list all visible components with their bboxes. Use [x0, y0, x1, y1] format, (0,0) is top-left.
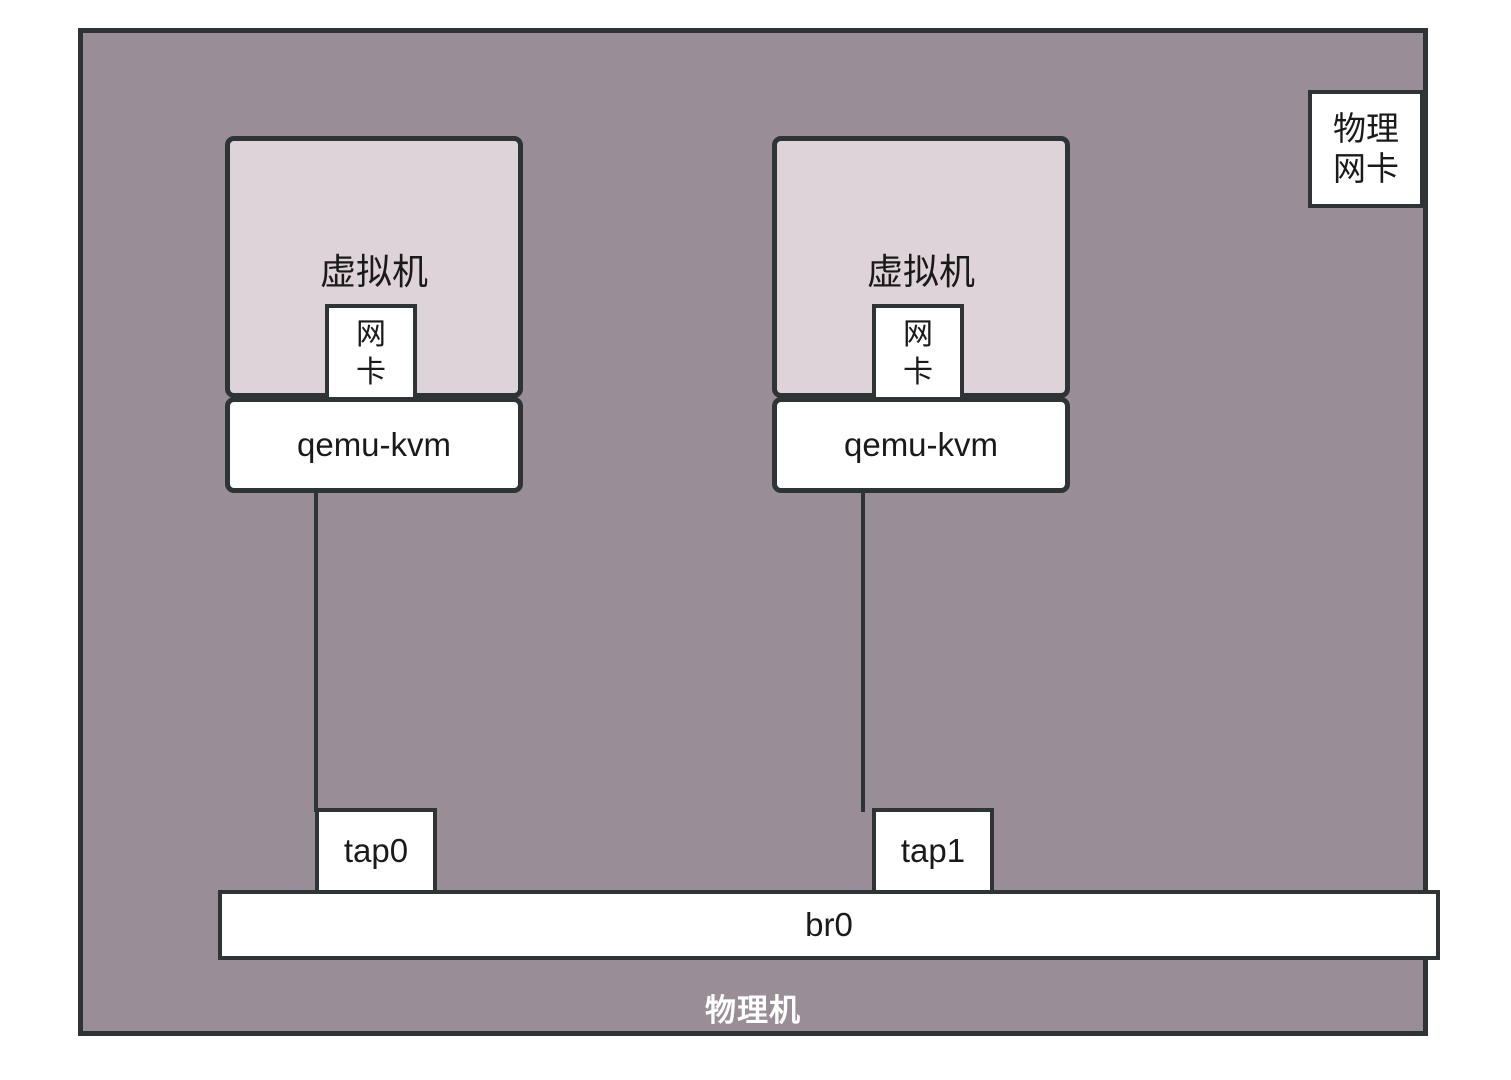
guest-nic-1[interactable]: 网 卡 — [872, 304, 964, 404]
physical-nic-line2: 网卡 — [1333, 150, 1399, 187]
guest-nic-0-line2: 卡 — [356, 356, 386, 389]
bridge-br0[interactable]: br0 — [218, 890, 1440, 960]
tap-interface-0[interactable]: tap0 — [315, 808, 437, 894]
guest-nic-0[interactable]: 网 卡 — [325, 304, 417, 404]
physical-nic-line1: 物理 — [1333, 109, 1399, 147]
connector-qemu1-to-tap1 — [861, 493, 865, 812]
qemu-kvm-label-1: qemu-kvm — [843, 426, 999, 463]
host-machine-label: 物理机 — [705, 993, 801, 1028]
vm-title-0: 虚拟机 — [319, 251, 428, 292]
bridge-br0-label: br0 — [805, 906, 853, 943]
physical-nic-box[interactable]: 物理 网卡 — [1308, 90, 1424, 208]
host-machine-container: 物理机 br0 虚拟机 网 卡 qemu-kvm tap0 虚拟机 — [78, 28, 1440, 1036]
tap-interface-0-label: tap0 — [343, 832, 409, 869]
vm-title-1: 虚拟机 — [866, 251, 975, 292]
guest-nic-1-line1: 网 — [903, 317, 933, 351]
qemu-kvm-process-1[interactable]: qemu-kvm — [772, 397, 1070, 493]
tap-interface-1[interactable]: tap1 — [872, 808, 994, 894]
connector-qemu0-to-tap0 — [314, 493, 318, 812]
tap-interface-1-label: tap1 — [900, 832, 966, 869]
qemu-kvm-label-0: qemu-kvm — [296, 426, 452, 463]
qemu-kvm-process-0[interactable]: qemu-kvm — [225, 397, 523, 493]
guest-nic-0-line1: 网 — [356, 317, 386, 351]
guest-nic-1-line2: 卡 — [903, 356, 933, 389]
